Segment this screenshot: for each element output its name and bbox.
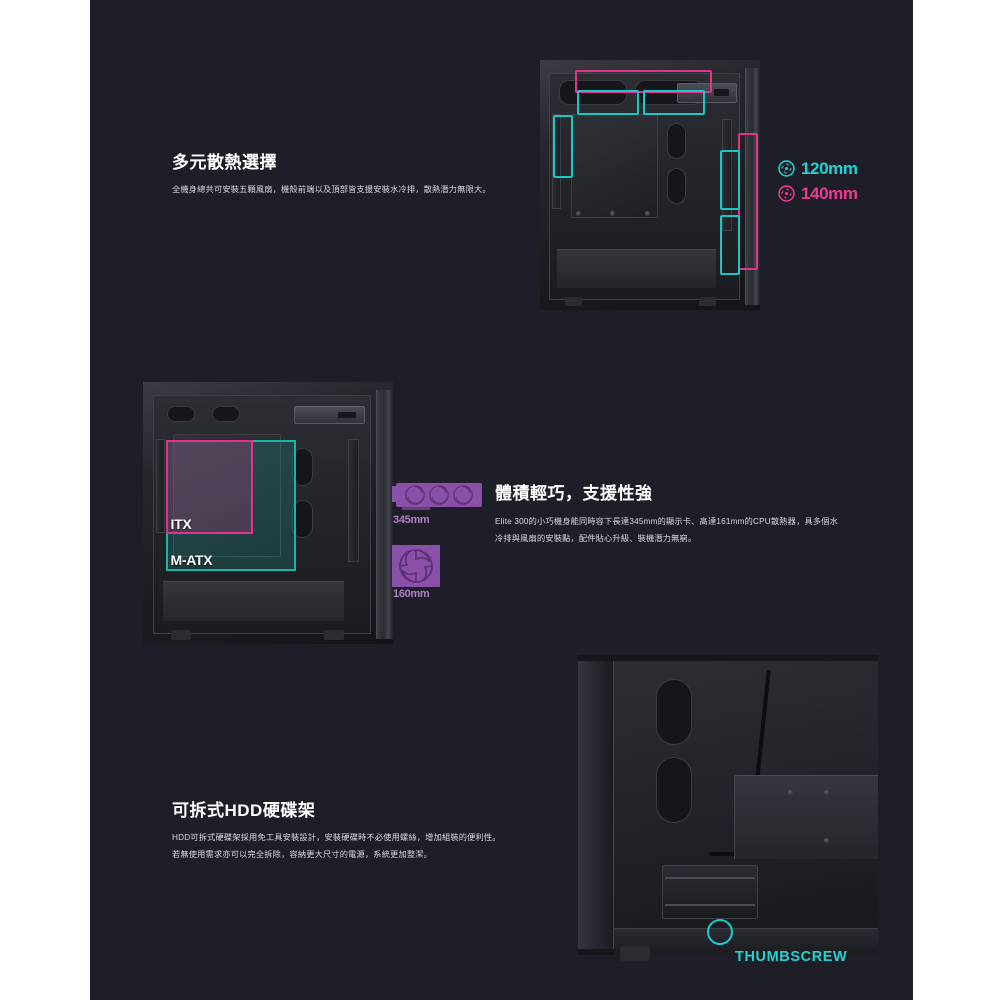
label-itx: ITX [170, 515, 192, 532]
legend-label-120mm: 120mm [801, 159, 858, 178]
case-inner-cavity [153, 395, 371, 640]
section-hdd-body: HDD可拆式硬碟架採用免工具安裝設計，安裝硬碟時不必使用螺絲，增加組裝的便利性。… [172, 833, 501, 859]
fan-icon [778, 160, 795, 177]
label-matx: M-ATX [170, 552, 213, 569]
case-side-rail [375, 389, 393, 639]
case-foot [620, 946, 650, 961]
rear-io-bay [676, 82, 738, 103]
top-fan-vent-left [559, 80, 628, 106]
cpu-cooler-icon [392, 545, 440, 587]
section-formfactor-text: 體積輕巧，支援性強 Elite 300的小巧機身能同時容下長達345mm的顯示卡… [495, 483, 843, 547]
label-cooler-clearance: 160mm [393, 588, 430, 600]
hdd-cage-rail-bottom [665, 904, 755, 906]
rear-io-bay [294, 405, 366, 425]
top-fan-vent-right [212, 405, 241, 423]
case-side-rail [744, 67, 760, 305]
cable-routing-slot-bottom [667, 168, 687, 205]
shroud-screw-2 [824, 790, 829, 795]
case-photo-cooling [540, 60, 760, 310]
psu-shroud [162, 580, 344, 621]
psu-shroud [557, 249, 717, 288]
removable-hdd-cage [662, 865, 758, 919]
section-cooling-body: 全機身總共可安裝五顆風扇，機殼前端以及頂部皆支援安裝水冷排，散熱潛力無限大。 [172, 185, 491, 195]
section-formfactor-body: Elite 300的小巧機身能同時容下長達345mm的顯示卡、高達161mm的C… [495, 517, 839, 543]
case-foot-left [171, 630, 191, 640]
label-gpu-clearance: 345mm [393, 514, 430, 526]
section-formfactor-title: 體積輕巧，支援性強 [495, 484, 653, 503]
clearance-cooler-callout: 160mm [392, 545, 488, 603]
cable-routing-slot-top [667, 123, 687, 160]
tray-standoff-3 [644, 211, 650, 217]
shroud-screw-1 [788, 790, 793, 795]
tray-standoff-2 [610, 211, 616, 217]
section-hdd-title: 可拆式HDD硬碟架 [172, 801, 316, 820]
dark-content-panel: 多元散熱選擇 全機身總共可安裝五顆風扇，機殼前端以及頂部皆支援安裝水冷排，散熱潛… [90, 0, 913, 1000]
case-foot-right [324, 630, 344, 640]
front-fan-column [551, 114, 562, 209]
motherboard-tray [173, 433, 282, 557]
expansion-slot-column [722, 118, 732, 232]
front-fan-column [156, 438, 165, 534]
cable-routing-slot-bottom [291, 500, 314, 538]
top-fan-vent-left [166, 405, 195, 423]
case-photo-hdd-cage [578, 655, 878, 961]
cable-routing-slot-lower [656, 757, 692, 823]
fan-icon [778, 185, 795, 202]
section-cooling-text: 多元散熱選擇 全機身總共可安裝五顆風扇，機殼前端以及頂部皆支援安裝水冷排，散熱潛… [172, 152, 502, 199]
cable-routing-slot-upper [656, 679, 692, 745]
psu-shroud-ledge [734, 775, 878, 859]
gpu-icon [392, 483, 482, 510]
legend-label-140mm: 140mm [801, 184, 858, 203]
cable-routing-slot-top [291, 448, 314, 486]
hdd-cage-rail-top [665, 877, 755, 879]
case-foot-left [564, 296, 582, 306]
case-foot-right [699, 296, 717, 306]
legend-row-140mm: 140mm [778, 185, 858, 202]
section-cooling-title: 多元散熱選擇 [172, 153, 277, 172]
clearance-gpu-callout: 345mm [392, 483, 488, 533]
case-inner-cavity [548, 72, 741, 306]
thumbscrew-highlight-circle [707, 919, 733, 945]
expansion-slot-column [347, 438, 359, 562]
motherboard-tray [570, 114, 658, 218]
tray-standoff-1 [576, 211, 582, 217]
legend-row-120mm: 120mm [778, 160, 858, 177]
section-hdd-text: 可拆式HDD硬碟架 HDD可拆式硬碟架採用免工具安裝設計，安裝硬碟時不必使用螺絲… [172, 800, 502, 863]
thumbscrew-label: THUMBSCREW [735, 949, 848, 965]
case-photo-formfactor: ITX M-ATX [143, 382, 393, 644]
fan-size-legend: 120mm 140mm [778, 160, 858, 210]
case-bottom-panel [614, 928, 878, 955]
case-left-wall [578, 661, 614, 949]
shroud-screw-3 [824, 838, 829, 843]
